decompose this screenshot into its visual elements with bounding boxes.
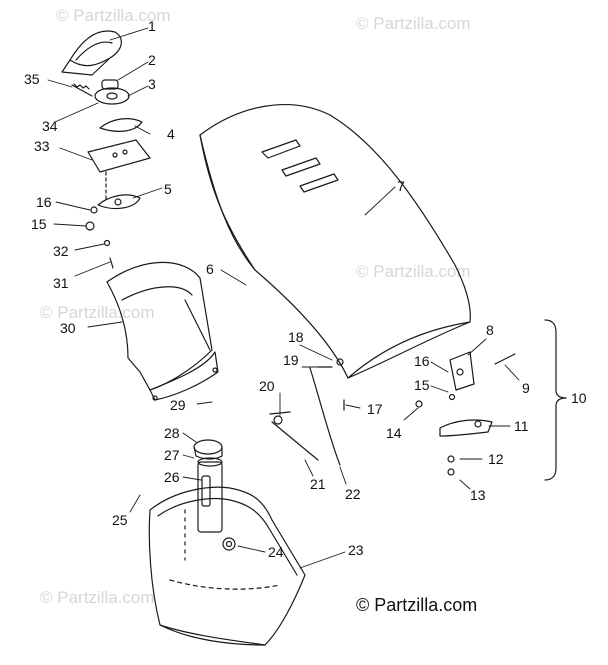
linkage-hardware bbox=[269, 358, 345, 466]
callout-16: 16 bbox=[36, 194, 52, 210]
seat-part bbox=[199, 104, 471, 379]
callout-7: 7 bbox=[397, 178, 405, 194]
callout-19: 19 bbox=[283, 352, 299, 368]
callout-30: 30 bbox=[60, 320, 76, 336]
callout-3: 3 bbox=[148, 76, 156, 92]
group-bracket bbox=[544, 319, 567, 481]
callout-34: 34 bbox=[42, 118, 58, 134]
callout-23: 23 bbox=[348, 542, 364, 558]
callout-20: 20 bbox=[259, 378, 275, 394]
fuel-tank-part bbox=[148, 486, 306, 646]
callout-15: 15 bbox=[414, 377, 430, 393]
callout-28: 28 bbox=[164, 425, 180, 441]
callout-8: 8 bbox=[486, 322, 494, 338]
callout-5: 5 bbox=[164, 181, 172, 197]
callout-16: 16 bbox=[414, 353, 430, 369]
latch-hardware bbox=[415, 351, 516, 476]
callout-26: 26 bbox=[164, 469, 180, 485]
callout-27: 27 bbox=[164, 447, 180, 463]
callout-35: 35 bbox=[24, 71, 40, 87]
callout-13: 13 bbox=[470, 487, 486, 503]
callout-18: 18 bbox=[288, 329, 304, 345]
callout-4: 4 bbox=[167, 126, 175, 142]
callout-21: 21 bbox=[310, 476, 326, 492]
upper-hardware bbox=[61, 30, 151, 269]
watermark: © Partzilla.com bbox=[56, 6, 171, 25]
filler-neck-part bbox=[193, 439, 223, 533]
watermark: © Partzilla.com bbox=[356, 14, 471, 33]
watermark: © Partzilla.com bbox=[40, 303, 155, 322]
callout-32: 32 bbox=[53, 243, 69, 259]
callout-11: 11 bbox=[514, 418, 529, 434]
callout-15: 15 bbox=[31, 216, 47, 232]
rear-fender-part bbox=[106, 261, 219, 401]
callout-1: 1 bbox=[148, 18, 156, 34]
callout-9: 9 bbox=[522, 380, 530, 396]
callout-29: 29 bbox=[170, 397, 186, 413]
callout-14: 14 bbox=[386, 425, 402, 441]
footer-watermark: © Partzilla.com bbox=[356, 595, 478, 615]
callout-10: 10 bbox=[571, 390, 587, 406]
watermark: © Partzilla.com bbox=[356, 262, 471, 281]
callout-6: 6 bbox=[206, 261, 214, 277]
callout-22: 22 bbox=[345, 486, 361, 502]
callout-12: 12 bbox=[488, 451, 504, 467]
callout-31: 31 bbox=[53, 275, 69, 291]
callout-2: 2 bbox=[148, 52, 156, 68]
fuel-pickup-part bbox=[222, 537, 236, 551]
callout-17: 17 bbox=[367, 401, 383, 417]
callout-24: 24 bbox=[268, 544, 284, 560]
callout-25: 25 bbox=[112, 512, 128, 528]
watermark: © Partzilla.com bbox=[40, 588, 155, 607]
callout-33: 33 bbox=[34, 138, 50, 154]
leader-lines bbox=[47, 27, 520, 569]
